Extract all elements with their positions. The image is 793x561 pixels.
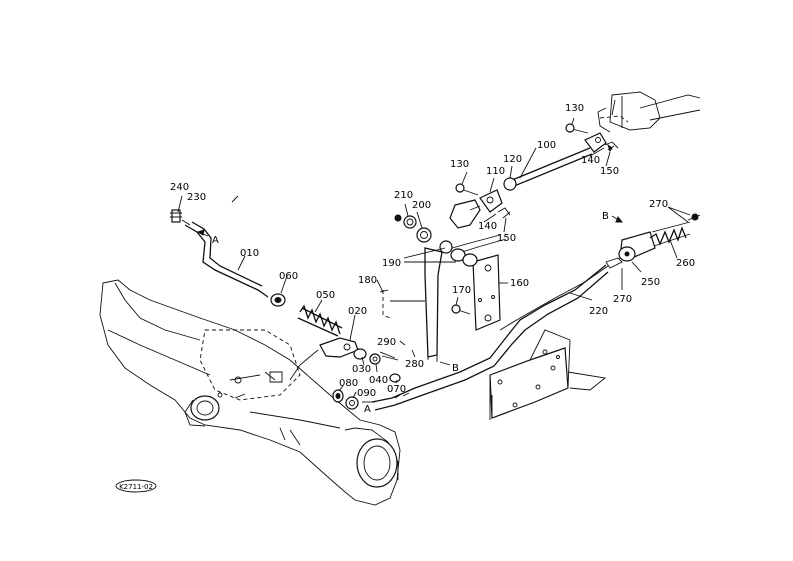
callout-160: 160 bbox=[510, 278, 529, 289]
callout-150-lower: 150 bbox=[497, 233, 516, 244]
part-220-cable bbox=[499, 265, 609, 331]
reference-letters: A A B B bbox=[212, 211, 609, 415]
callout-070: 070 bbox=[387, 384, 406, 395]
callout-290: 290 bbox=[377, 337, 396, 348]
callout-130-lower: 130 bbox=[450, 159, 469, 170]
ref-A-upper: A bbox=[212, 235, 219, 246]
part-050-spring bbox=[297, 304, 343, 337]
callout-270-lower: 270 bbox=[613, 294, 632, 305]
parts-140-150-pins bbox=[497, 141, 619, 219]
callout-060: 060 bbox=[279, 271, 298, 282]
callout-020: 020 bbox=[348, 306, 367, 317]
callout-090: 090 bbox=[357, 388, 376, 399]
ref-B-lower: B bbox=[452, 363, 459, 374]
figure-code-badge: K2711-02 bbox=[115, 479, 157, 493]
parts-200-210-washers bbox=[394, 214, 432, 243]
ref-A-lower: A bbox=[364, 404, 371, 415]
callout-280: 280 bbox=[405, 359, 424, 370]
callout-130-upper: 130 bbox=[565, 103, 584, 114]
callout-240: 240 bbox=[170, 182, 189, 193]
callout-260: 260 bbox=[676, 258, 695, 269]
callout-labels: 240 230 010 060 050 020 030 040 070 080 … bbox=[170, 103, 695, 399]
callout-080: 080 bbox=[339, 378, 358, 389]
figure-code: K2711-02 bbox=[119, 483, 153, 491]
reference-arrows bbox=[196, 215, 624, 403]
part-170-bolt bbox=[451, 304, 471, 315]
callout-110: 110 bbox=[486, 166, 505, 177]
ref-B-upper: B bbox=[602, 211, 609, 222]
callout-150-upper: 150 bbox=[600, 166, 619, 177]
callout-030: 030 bbox=[352, 364, 371, 375]
part-010-lever bbox=[170, 209, 269, 298]
leader-lines bbox=[177, 117, 691, 399]
transmission-housing bbox=[99, 279, 401, 506]
mount-bracket bbox=[489, 329, 607, 420]
part-160-plate bbox=[472, 254, 501, 331]
part-020-arm bbox=[289, 337, 359, 381]
callout-010: 010 bbox=[240, 248, 259, 259]
callout-170: 170 bbox=[452, 285, 471, 296]
small-parts bbox=[332, 348, 401, 410]
callout-270-upper: 270 bbox=[649, 199, 668, 210]
part-100-rod bbox=[503, 132, 607, 191]
callout-140-upper: 140 bbox=[581, 155, 600, 166]
part-110-clevis bbox=[449, 189, 503, 229]
callout-100: 100 bbox=[537, 140, 556, 151]
callout-230: 230 bbox=[187, 192, 206, 203]
callout-180: 180 bbox=[358, 275, 377, 286]
callout-040: 040 bbox=[369, 375, 388, 386]
callout-210: 210 bbox=[394, 190, 413, 201]
part-180-lever bbox=[379, 234, 507, 362]
part-060-collar bbox=[270, 293, 286, 307]
linkage-rod bbox=[371, 264, 609, 411]
callout-250: 250 bbox=[641, 277, 660, 288]
rear-shaft bbox=[597, 91, 701, 133]
callout-120: 120 bbox=[503, 154, 522, 165]
part-130-bolts bbox=[455, 123, 589, 196]
callout-140-lower: 140 bbox=[478, 221, 497, 232]
callout-200: 200 bbox=[412, 200, 431, 211]
callout-190: 190 bbox=[382, 258, 401, 269]
callout-050: 050 bbox=[316, 290, 335, 301]
callout-220: 220 bbox=[589, 306, 608, 317]
part-250-cable-end bbox=[605, 213, 701, 269]
